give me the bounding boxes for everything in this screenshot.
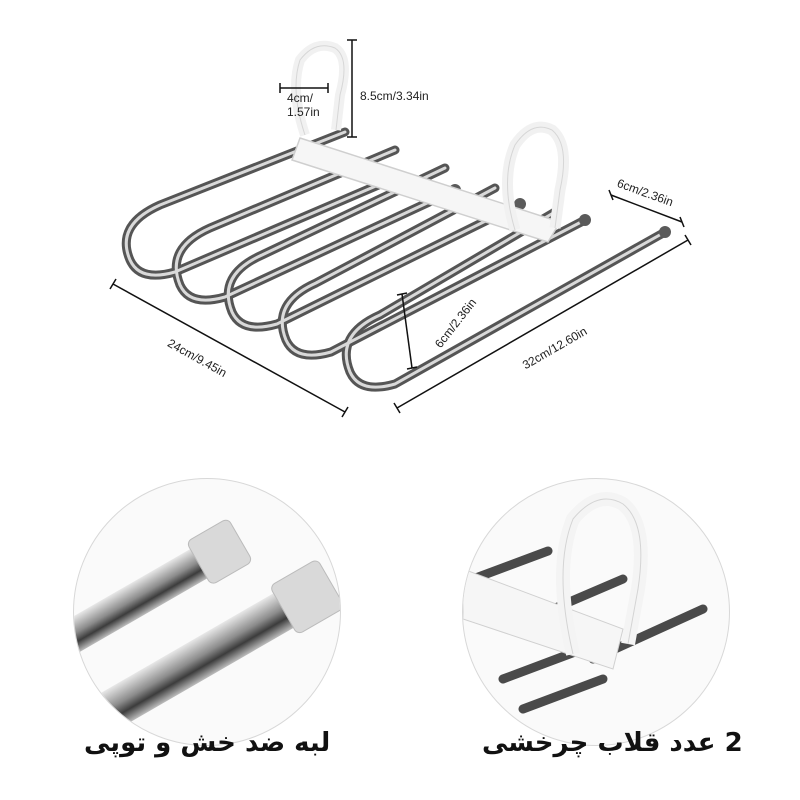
detail-circle-caps — [73, 478, 341, 746]
hook-width-in: 1.57in — [287, 105, 320, 119]
end-caps-drawing — [74, 519, 340, 733]
swivel-hook-drawing — [463, 492, 708, 714]
detail-circle-hooks — [462, 478, 730, 746]
caption-swivel-hooks: 2 عدد قلاب چرخشی — [482, 728, 743, 758]
hanger-illustration: 4cm/ 1.57in 8.5cm/3.34in 6cm/2.36in 24cm… — [109, 39, 692, 418]
hanger-drawing — [109, 39, 692, 418]
hook-height-label: 8.5cm/3.34in — [360, 89, 429, 103]
hook-width-label: 4cm/ 1.57in — [287, 91, 320, 119]
hook-width-cm: 4cm/ — [287, 91, 314, 105]
caption-anti-scratch-caps: لبه ضد خش و توپی — [84, 728, 331, 758]
